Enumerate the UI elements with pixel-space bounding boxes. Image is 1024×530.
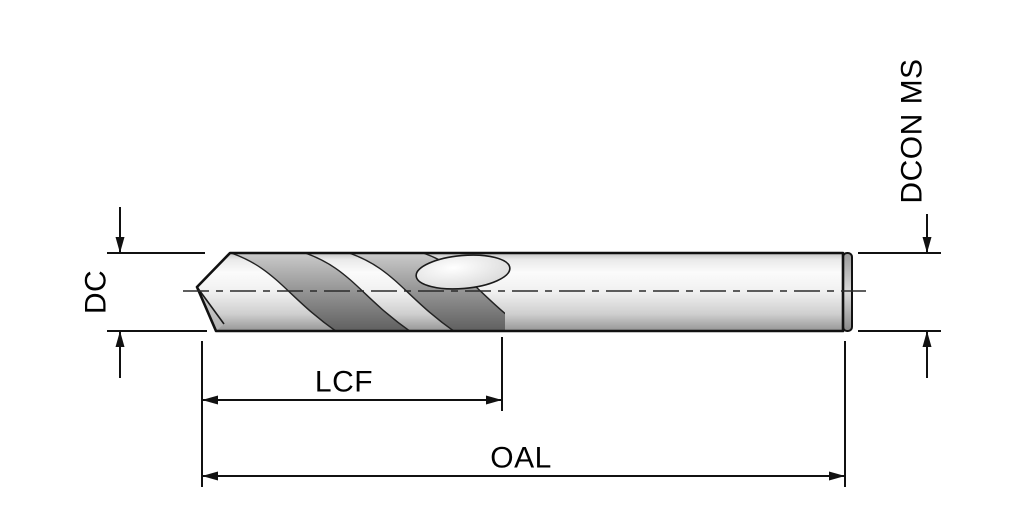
- dimension-dc: DC: [80, 207, 207, 378]
- dim-label-lcf: LCF: [315, 366, 373, 399]
- drill-outline: [195, 251, 845, 333]
- flute-band: [221, 253, 417, 331]
- arrowhead-right: [829, 471, 845, 481]
- flute-runout: [415, 254, 511, 290]
- arrowhead-left: [202, 395, 218, 405]
- arrowhead-up: [922, 331, 932, 347]
- dimension-oal: OAL: [202, 341, 846, 487]
- tip-lower-facet: [197, 287, 224, 331]
- dim-label-dc: DC: [80, 270, 113, 314]
- arrowhead-right: [486, 395, 502, 405]
- dim-label-dcon-ms: DCON MS: [896, 58, 929, 203]
- shank-end-cap: [842, 252, 853, 332]
- arrowhead-up: [115, 331, 125, 347]
- dimension-dcon-ms: DCON MS: [858, 58, 941, 378]
- arrowhead-left: [202, 471, 218, 481]
- arrowhead-down: [922, 237, 932, 253]
- arrowhead-down: [115, 237, 125, 253]
- tip-facet-line: [196, 286, 225, 325]
- dim-label-oal: OAL: [490, 442, 552, 475]
- dimension-lcf: LCF: [201, 337, 503, 487]
- drill-illustration: [195, 251, 853, 333]
